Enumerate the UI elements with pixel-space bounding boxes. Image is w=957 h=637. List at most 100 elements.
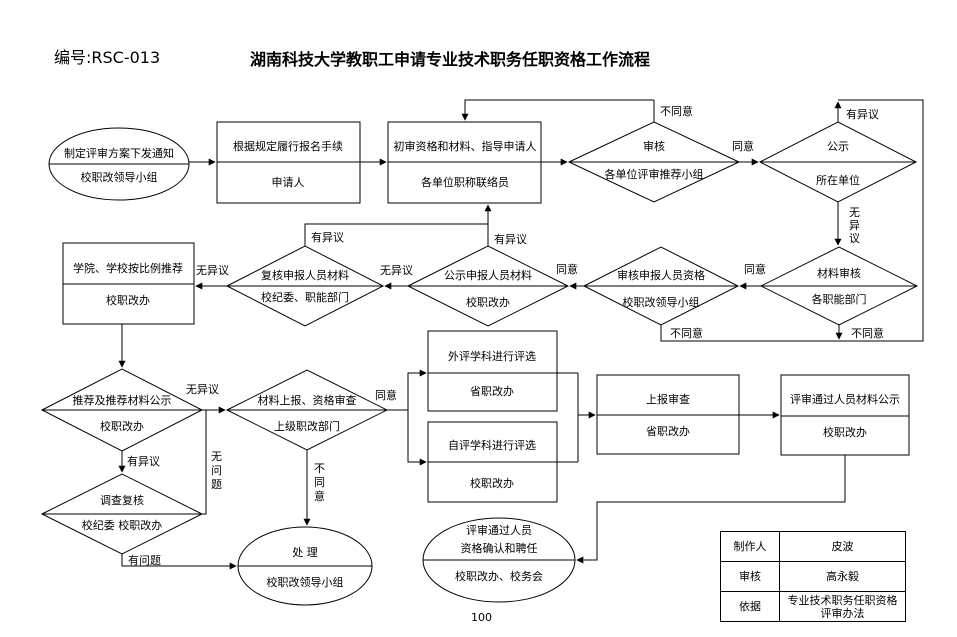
node-text: 公示申报人员材料 — [444, 268, 532, 282]
edge-label-no-problem-v: 无 — [211, 450, 222, 463]
node-text: 制定评审方案下发通知 — [64, 146, 174, 160]
edge-label-disagree: 不同意 — [851, 326, 884, 340]
node-text: 校纪委、职能部门 — [261, 290, 349, 304]
node-text: 处 理 — [292, 546, 318, 559]
apply-box-node: 根据规定履行报名手续 申请人 — [216, 121, 361, 204]
node-text: 学院、学校按比例推荐 — [73, 261, 183, 275]
node-text: 自评学科进行评选 — [448, 438, 536, 452]
node-text: 外评学科进行评选 — [448, 349, 536, 363]
edge-label-agree: 同意 — [375, 388, 397, 402]
node-text: 校职改办 — [470, 476, 514, 490]
node-text: 初审资格和材料、指导申请人 — [394, 139, 537, 153]
node-text: 各职能部门 — [812, 292, 867, 306]
submit-review-diamond-node: 材料上报、资格审查 上级职改部门 — [225, 369, 389, 451]
signoff-value-line: 专业技术职务任职资格 — [787, 593, 898, 607]
node-text: 复核申报人员材料 — [261, 268, 349, 282]
table-row: 制作人 皮波 — [720, 531, 906, 562]
report-review-box-node: 上报审查 省职改办 — [596, 374, 740, 455]
start-ellipse-node: 制定评审方案下发通知 校职改领导小组 — [48, 127, 190, 201]
edge-label-disagree-v: 意 — [314, 489, 325, 503]
node-text: 评审通过人员材料公示 — [790, 392, 900, 406]
edge-label-no-objection: 无异议 — [186, 383, 219, 396]
connectors — [118, 99, 924, 570]
node-text: 校职改办 — [466, 295, 510, 309]
signoff-value-line: 评审办法 — [820, 606, 865, 620]
node-text: 校职改办 — [823, 425, 867, 439]
investigate-diamond-node: 调查复核 校纪委 校职改办 — [40, 473, 204, 555]
node-text: 各单位职称联络员 — [421, 175, 509, 189]
signoff-key: 依据 — [720, 591, 780, 622]
unit-publicize-diamond-node: 公示 所在单位 — [758, 121, 918, 203]
line-investigate-no-problem — [202, 410, 207, 515]
node-text: 评审通过人员 — [466, 523, 532, 537]
edge-label-disagree-v: 同 — [314, 476, 325, 489]
signoff-key: 制作人 — [720, 531, 780, 562]
line-recheck-objection — [304, 223, 488, 246]
publicize-passed-box-node: 评审通过人员材料公示 校职改办 — [780, 374, 910, 456]
node-text: 上级职改部门 — [274, 419, 340, 433]
edge-label-no-objection-v: 议 — [849, 232, 860, 245]
edge-label-no-problem-v: 题 — [211, 478, 222, 491]
signoff-value: 高永毅 — [779, 561, 906, 592]
arrow-submit-to-self — [407, 410, 427, 466]
document-code: 编号:RSC-013 — [54, 48, 161, 67]
edge-label-no-objection: 无异议 — [196, 264, 229, 277]
node-text: 审核申报人员资格 — [617, 268, 705, 282]
node-text: 所在单位 — [816, 173, 860, 187]
node-text: 省职改办 — [470, 384, 514, 398]
arrow-disagree-back-to-initial-review — [461, 99, 654, 121]
school-recommend-box-node: 学院、学校按比例推荐 校职改办 — [62, 242, 195, 325]
node-text: 推荐及推荐材料公示 — [73, 393, 172, 407]
initial-review-box-node: 初审资格和材料、指导申请人 各单位职称联络员 — [387, 121, 542, 204]
external-eval-box-node: 外评学科进行评选 省职改办 — [427, 330, 578, 412]
arrow-investigate-has-problem — [121, 554, 237, 570]
node-text: 材料上报、资格审查 — [258, 393, 357, 407]
verify-qualification-diamond-node: 审核申报人员资格 校职改领导小组 — [582, 246, 740, 326]
node-text: 校职改办 — [100, 419, 144, 433]
edge-label-no-problem-v: 问 — [211, 464, 222, 477]
signoff-value: 皮波 — [779, 531, 906, 562]
edge-label-objection: 有异议 — [494, 232, 527, 246]
page-number: 100 — [471, 611, 492, 624]
recheck-diamond-node: 复核申报人员材料 校纪委、职能部门 — [225, 245, 385, 327]
publicize-applicants-diamond-node: 公示申报人员材料 校职改办 — [406, 245, 570, 327]
signoff-key: 审核 — [720, 561, 780, 592]
node-text: 申请人 — [272, 176, 305, 189]
node-text: 上报审查 — [646, 392, 690, 406]
edge-label-objection: 有异议 — [127, 454, 160, 468]
edge-label-has-problem: 有问题 — [128, 553, 161, 567]
edge-label-no-objection: 无异议 — [380, 264, 413, 277]
edge-label-no-objection-v: 无 — [849, 206, 860, 219]
publicize-recommend-diamond-node: 推荐及推荐材料公示 校职改办 — [40, 368, 204, 452]
arrow-publicize-passed-to-appoint — [576, 455, 846, 564]
node-text: 材料审核 — [817, 266, 861, 280]
line-objection-loop — [660, 99, 924, 342]
table-row: 依据 专业技术职务任职资格 评审办法 — [720, 591, 906, 622]
node-text: 公示 — [827, 140, 849, 153]
node-text: 调查复核 — [100, 493, 144, 507]
node-text: 校职改办 — [106, 293, 150, 307]
signoff-table: 制作人 皮波 审核 高永毅 依据 专业技术职务任职资格 评审办法 — [720, 531, 906, 622]
node-text: 省职改办 — [646, 424, 690, 438]
self-eval-box-node: 自评学科进行评选 校职改办 — [427, 421, 578, 503]
arrow-submit-to-external — [387, 369, 427, 411]
edge-label-agree: 同意 — [744, 262, 766, 276]
appoint-ellipse-node: 评审通过人员 资格确认和聘任 校职改办、校务会 — [422, 517, 576, 603]
edge-labels: 不同意 同意 有异议 无 异 议 同意 不同意 不同意 同意 有异议 有异议 无… — [127, 104, 884, 567]
node-text: 校职改领导小组 — [267, 575, 344, 589]
signoff-value: 专业技术职务任职资格 评审办法 — [779, 591, 906, 622]
node-text: 审核 — [643, 139, 665, 153]
table-row: 审核 高永毅 — [720, 561, 906, 592]
node-text: 校纪委 校职改办 — [82, 518, 163, 532]
handle-ellipse-node: 处 理 校职改领导小组 — [237, 526, 373, 606]
unit-review-diamond-node: 审核 各单位评审推荐小组 — [567, 121, 741, 203]
edge-label-objection: 有异议 — [311, 230, 344, 244]
edge-label-disagree: 不同意 — [660, 104, 693, 118]
edge-label-no-objection-v: 异 — [849, 219, 860, 232]
node-text: 根据规定履行报名手续 — [233, 139, 343, 153]
node-text: 资格确认和聘任 — [461, 541, 538, 555]
edge-label-objection: 有异议 — [846, 107, 879, 121]
edge-label-disagree-v: 不 — [314, 462, 325, 475]
